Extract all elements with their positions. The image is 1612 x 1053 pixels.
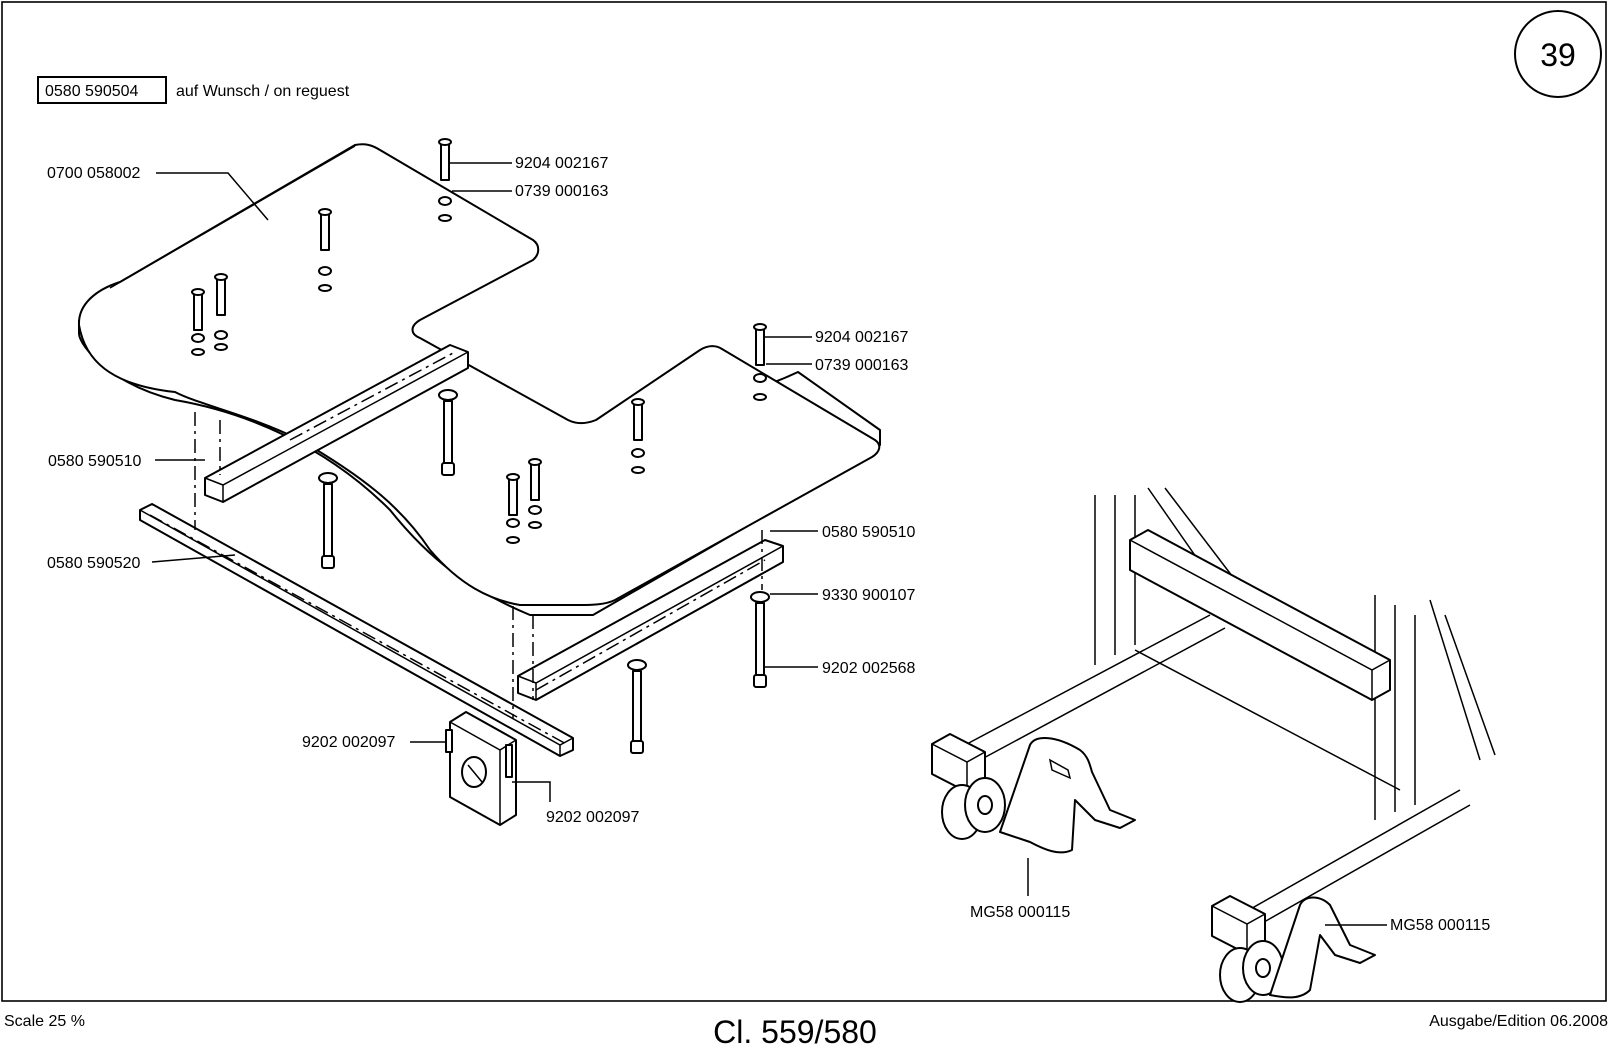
scale-note: Scale 25 % xyxy=(4,1013,85,1030)
wheel-chock-left xyxy=(1000,738,1135,852)
label-long-bolt: 9202 002568 xyxy=(822,660,916,677)
option-part-number: 0580 590504 xyxy=(45,83,139,100)
edition-note: Ausgabe/Edition 06.2008 xyxy=(1429,1013,1608,1030)
label-washer-top-2: 0739 000163 xyxy=(815,357,909,374)
label-switch-screw-left: 9202 002097 xyxy=(302,734,396,751)
page-number: 39 xyxy=(1540,37,1576,73)
caster-wheel xyxy=(942,778,1005,839)
wheel-chock-right xyxy=(1270,898,1375,998)
label-chock-right: MG58 000115 xyxy=(1390,917,1490,934)
label-washer-long-bolt: 9330 900107 xyxy=(822,587,916,604)
label-switch-screw-right: 9202 002097 xyxy=(546,809,640,826)
sheet-title: Cl. 559/580 xyxy=(713,1014,877,1050)
label-table-top: 0700 058002 xyxy=(47,165,141,182)
label-chock-left: MG58 000115 xyxy=(970,904,1070,921)
drawing-frame xyxy=(2,2,1606,1001)
label-bar-long: 0580 590520 xyxy=(47,555,141,572)
label-screw-top-1: 9204 002167 xyxy=(515,155,609,172)
pedal-switch xyxy=(446,712,516,825)
page-number-badge: 39 xyxy=(1515,11,1601,97)
label-screw-top-2: 9204 002167 xyxy=(815,329,909,346)
label-rail-right: 0580 590510 xyxy=(822,524,916,541)
label-rail-left: 0580 590510 xyxy=(48,453,142,470)
option-text: auf Wunsch / on reguest xyxy=(176,83,350,100)
label-washer-top-1: 0739 000163 xyxy=(515,183,609,200)
option-note: 0580 590504 auf Wunsch / on reguest xyxy=(38,77,350,103)
